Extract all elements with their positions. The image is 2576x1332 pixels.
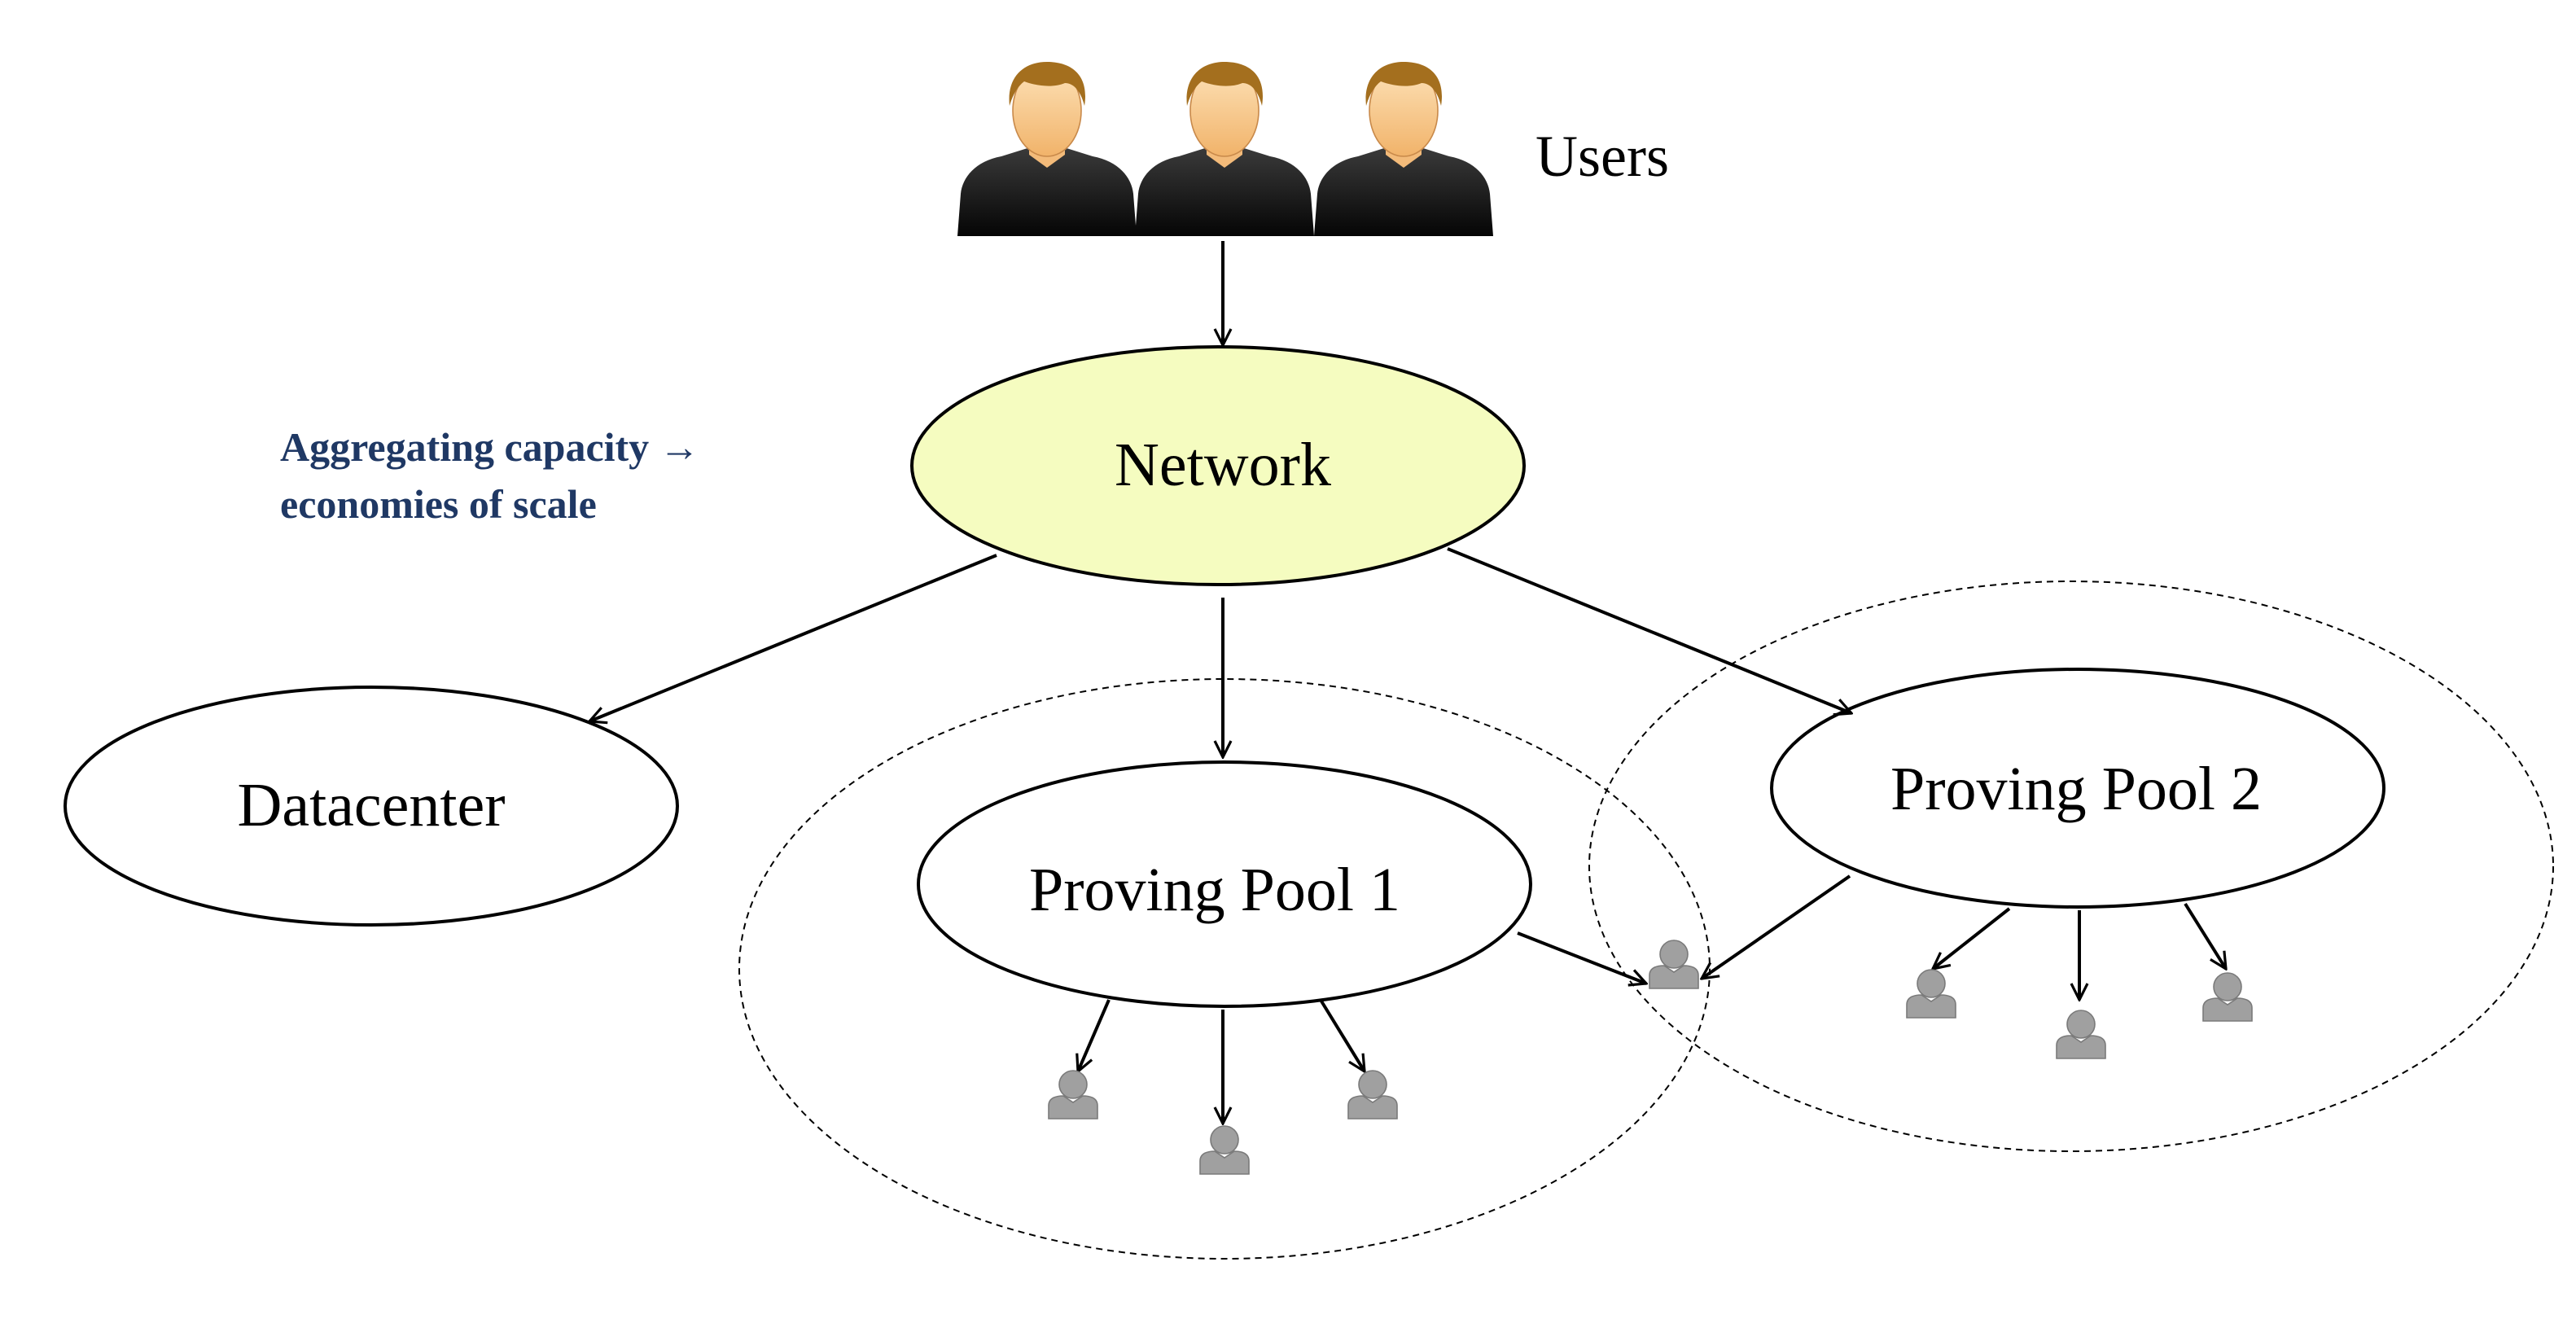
arrow-pool1-to-prover-left bbox=[1078, 999, 1111, 1071]
arrow-pool1-to-shared-prover bbox=[1517, 931, 1646, 984]
user-avatar-icon bbox=[1313, 61, 1494, 237]
annotation-line-1: Aggregating capacity → bbox=[280, 424, 700, 470]
arrow-network-to-datacenter bbox=[589, 554, 997, 721]
datacenter-node bbox=[64, 686, 679, 927]
prover-person-icon bbox=[2056, 1010, 2106, 1059]
proving-pool-2-node bbox=[1770, 668, 2385, 909]
datacenter-label: Datacenter bbox=[237, 771, 505, 839]
arrow-pool2-to-prover-right bbox=[2184, 902, 2226, 969]
prover-person-icon bbox=[1649, 940, 1699, 989]
proving-pool-2-label: Proving Pool 2 bbox=[1890, 755, 2262, 823]
network-label: Network bbox=[1115, 431, 1331, 499]
proving-pool-1-node bbox=[917, 760, 1532, 1008]
network-node bbox=[910, 345, 1526, 586]
prover-person-icon bbox=[1048, 1070, 1098, 1119]
annotation-line-2: economies of scale bbox=[280, 481, 597, 527]
prover-person-icon bbox=[1906, 969, 1956, 1019]
arrow-pool2-to-shared-prover bbox=[1702, 874, 1851, 979]
prover-person-icon bbox=[2202, 972, 2253, 1022]
users-label: Users bbox=[1536, 124, 1669, 189]
arrows bbox=[589, 241, 2226, 1124]
arrow-network-to-pool2 bbox=[1447, 547, 1851, 713]
prover-person-icon bbox=[1347, 1070, 1398, 1119]
prover-person-icon bbox=[1199, 1125, 1250, 1175]
arrow-pool1-to-prover-right bbox=[1319, 998, 1365, 1071]
pool2-boundary bbox=[1588, 581, 2554, 1152]
user-avatar-icon bbox=[957, 61, 1137, 237]
user-avatar-icon bbox=[1134, 61, 1315, 237]
arrow-pool2-to-prover-left bbox=[1933, 907, 2011, 969]
proving-pool-1-label: Proving Pool 1 bbox=[1029, 856, 1400, 924]
